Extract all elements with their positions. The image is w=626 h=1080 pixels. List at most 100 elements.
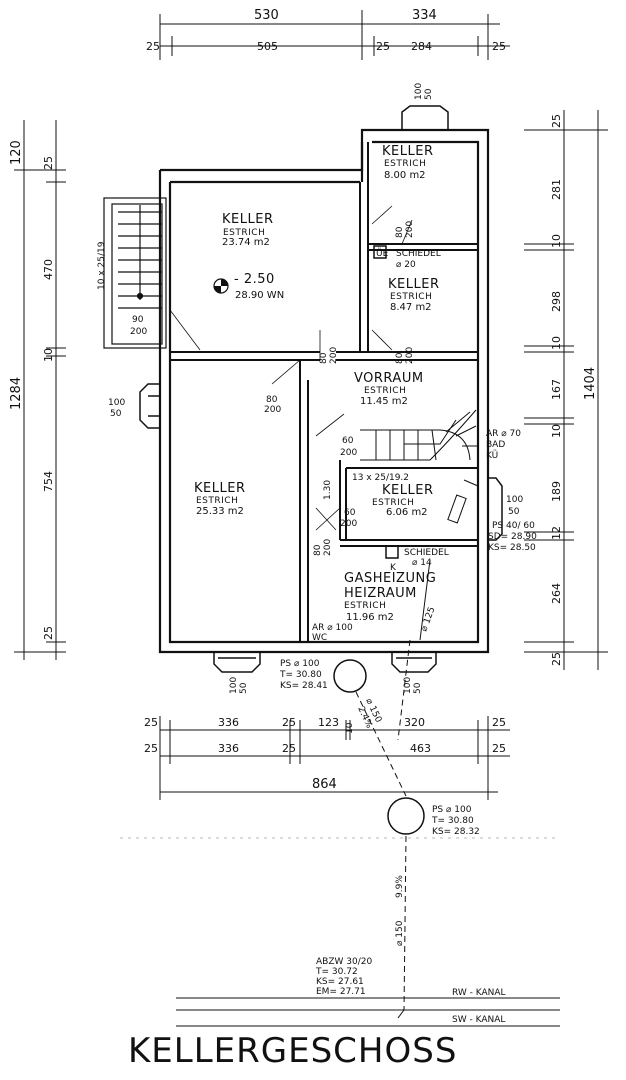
door-dim-200-a: 200 bbox=[329, 347, 339, 364]
room-keller-nw-area: 23.74 m2 bbox=[222, 237, 270, 248]
note-pipe-125: ⌀ 125 bbox=[419, 606, 437, 633]
note-schiedel-2-dia: ⌀ 14 bbox=[412, 558, 432, 568]
door-dim-200-e: 200 bbox=[340, 448, 357, 458]
room-heiz-name1: GASHEIZUNG bbox=[344, 571, 436, 586]
room-keller-c-stair: 13 x 25/19.2 bbox=[352, 473, 409, 483]
bdim-r1-123: 123 bbox=[318, 716, 339, 729]
room-keller-c-name: KELLER bbox=[382, 483, 433, 498]
note-ps40: PS 40/ 60 bbox=[492, 521, 535, 531]
left-dimension-lines bbox=[14, 120, 66, 660]
ps1-line1: PS ⌀ 100 bbox=[280, 659, 320, 669]
stair-outside-label: 10 x 25/19 bbox=[97, 241, 107, 290]
ps2-line2: T= 30.80 bbox=[431, 816, 474, 826]
room-keller-w-floor: ESTRICH bbox=[196, 496, 238, 506]
dim-281: 281 bbox=[550, 179, 563, 200]
note-window-left-100: 100 bbox=[108, 398, 125, 408]
dim-284: 284 bbox=[411, 40, 432, 53]
dim-25-left-top: 25 bbox=[42, 156, 55, 170]
dim-167: 167 bbox=[550, 379, 563, 400]
room-keller-ne-floor: ESTRICH bbox=[384, 159, 426, 169]
door-dim-80-b: 80 bbox=[395, 226, 405, 238]
room-keller-nw-floor: ESTRICH bbox=[223, 228, 265, 238]
room-heiz-floor: ESTRICH bbox=[344, 601, 386, 611]
bottom-windows bbox=[213, 652, 437, 673]
ps1-line3: KS= 28.41 bbox=[280, 681, 328, 691]
sw-kanal-label: SW - KANAL bbox=[452, 1015, 505, 1025]
bottom-dimension-lines bbox=[159, 716, 510, 800]
door-dim-200-f: 200 bbox=[340, 519, 357, 529]
chimney-dim-50: 50 bbox=[424, 88, 434, 100]
note-ku: KÜ bbox=[486, 450, 498, 461]
chimney-square-icon-2 bbox=[385, 545, 399, 559]
top-dimension-lines bbox=[159, 10, 510, 60]
room-keller-e-floor: ESTRICH bbox=[390, 292, 432, 302]
room-vorraum-floor: ESTRICH bbox=[364, 386, 406, 396]
dim-10-left: 10 bbox=[42, 348, 55, 362]
bdim-r2-463: 463 bbox=[410, 742, 431, 755]
room-keller-ne-area: 8.00 m2 bbox=[384, 170, 426, 181]
note-schiedel-1: SCHIEDEL bbox=[396, 249, 441, 259]
room-heiz-area: 11.96 m2 bbox=[346, 612, 394, 623]
door-swings bbox=[169, 205, 413, 531]
dim-470: 470 bbox=[42, 259, 55, 280]
note-ue: ÜE bbox=[376, 248, 389, 259]
room-keller-ne-name: KELLER bbox=[382, 144, 433, 159]
dim-25-left-bottom: 25 bbox=[42, 626, 55, 640]
door-dim-60-a: 60 bbox=[342, 436, 354, 446]
door-dim-80-d: 80 bbox=[266, 395, 278, 405]
note-window-50: 50 bbox=[508, 507, 520, 517]
exterior-walls bbox=[158, 128, 490, 654]
dim-754: 754 bbox=[42, 471, 55, 492]
outside-stair bbox=[103, 197, 167, 349]
room-keller-c-floor: ESTRICH bbox=[372, 498, 414, 508]
note-window-left-50: 50 bbox=[110, 409, 122, 419]
door-dim-90: 90 bbox=[132, 315, 144, 325]
right-dimension-lines bbox=[524, 110, 608, 670]
room-heiz-name2: HEIZRAUM bbox=[344, 586, 417, 601]
manhole-icon-1 bbox=[333, 659, 367, 693]
note-wc: WC bbox=[312, 633, 327, 643]
room-keller-nw-level: - 2.50 bbox=[234, 272, 275, 287]
room-keller-c-area: 6.06 m2 bbox=[386, 507, 428, 518]
door-dim-200-g: 200 bbox=[323, 539, 333, 556]
window-left bbox=[139, 383, 160, 429]
room-keller-w-area: 25.33 m2 bbox=[196, 506, 244, 517]
bdim-r1-10: 10 bbox=[345, 722, 355, 734]
dim-12: 12 bbox=[550, 526, 563, 540]
ps2-line1: PS ⌀ 100 bbox=[432, 805, 472, 815]
page-title: KELLERGESCHOSS bbox=[128, 1031, 457, 1071]
note-schiedel-2: SCHIEDEL bbox=[404, 548, 449, 558]
bottom-window-dim-50-b: 50 bbox=[413, 682, 423, 694]
note-ar100: AR ⌀ 100 bbox=[312, 623, 353, 633]
abzw-line1: ABZW 30/20 bbox=[316, 957, 372, 967]
abzw-line3: KS= 27.61 bbox=[316, 977, 364, 987]
bdim-864: 864 bbox=[312, 777, 337, 792]
dim-264: 264 bbox=[550, 583, 563, 604]
bottom-window-dim-100-a: 100 bbox=[229, 677, 239, 694]
note-ar70: AR ⌀ 70 bbox=[486, 429, 521, 439]
slope-9-9: 9.9% bbox=[395, 875, 405, 898]
interior-walls bbox=[170, 142, 478, 642]
room-keller-w-name: KELLER bbox=[194, 481, 245, 496]
door-dim-200-d: 200 bbox=[264, 405, 281, 415]
dim-298: 298 bbox=[550, 291, 563, 312]
door-dim-80-e: 80 bbox=[313, 544, 323, 556]
rw-kanal-label: RW - KANAL bbox=[452, 988, 506, 998]
dim-25-right-bottom: 25 bbox=[550, 652, 563, 666]
bdim-r2-25a: 25 bbox=[144, 742, 158, 755]
note-ks: KS= 28.50 bbox=[488, 543, 536, 553]
ps1-line2: T= 30.80 bbox=[279, 670, 322, 680]
ps2-line3: KS= 28.32 bbox=[432, 827, 480, 837]
bdim-r2-25c: 25 bbox=[492, 742, 506, 755]
door-dim-1-30: 1.30 bbox=[323, 480, 333, 500]
room-keller-nw-wn: 28.90 WN bbox=[235, 290, 284, 301]
bdim-r1-25c: 25 bbox=[492, 716, 506, 729]
chimney-top bbox=[401, 105, 449, 130]
dim-505: 505 bbox=[257, 40, 278, 53]
room-keller-nw-name: KELLER bbox=[222, 212, 273, 227]
interior-stair bbox=[360, 409, 478, 461]
bdim-r2-25b: 25 bbox=[282, 742, 296, 755]
note-bad: BAD bbox=[486, 440, 505, 450]
note-k: K bbox=[390, 563, 397, 573]
